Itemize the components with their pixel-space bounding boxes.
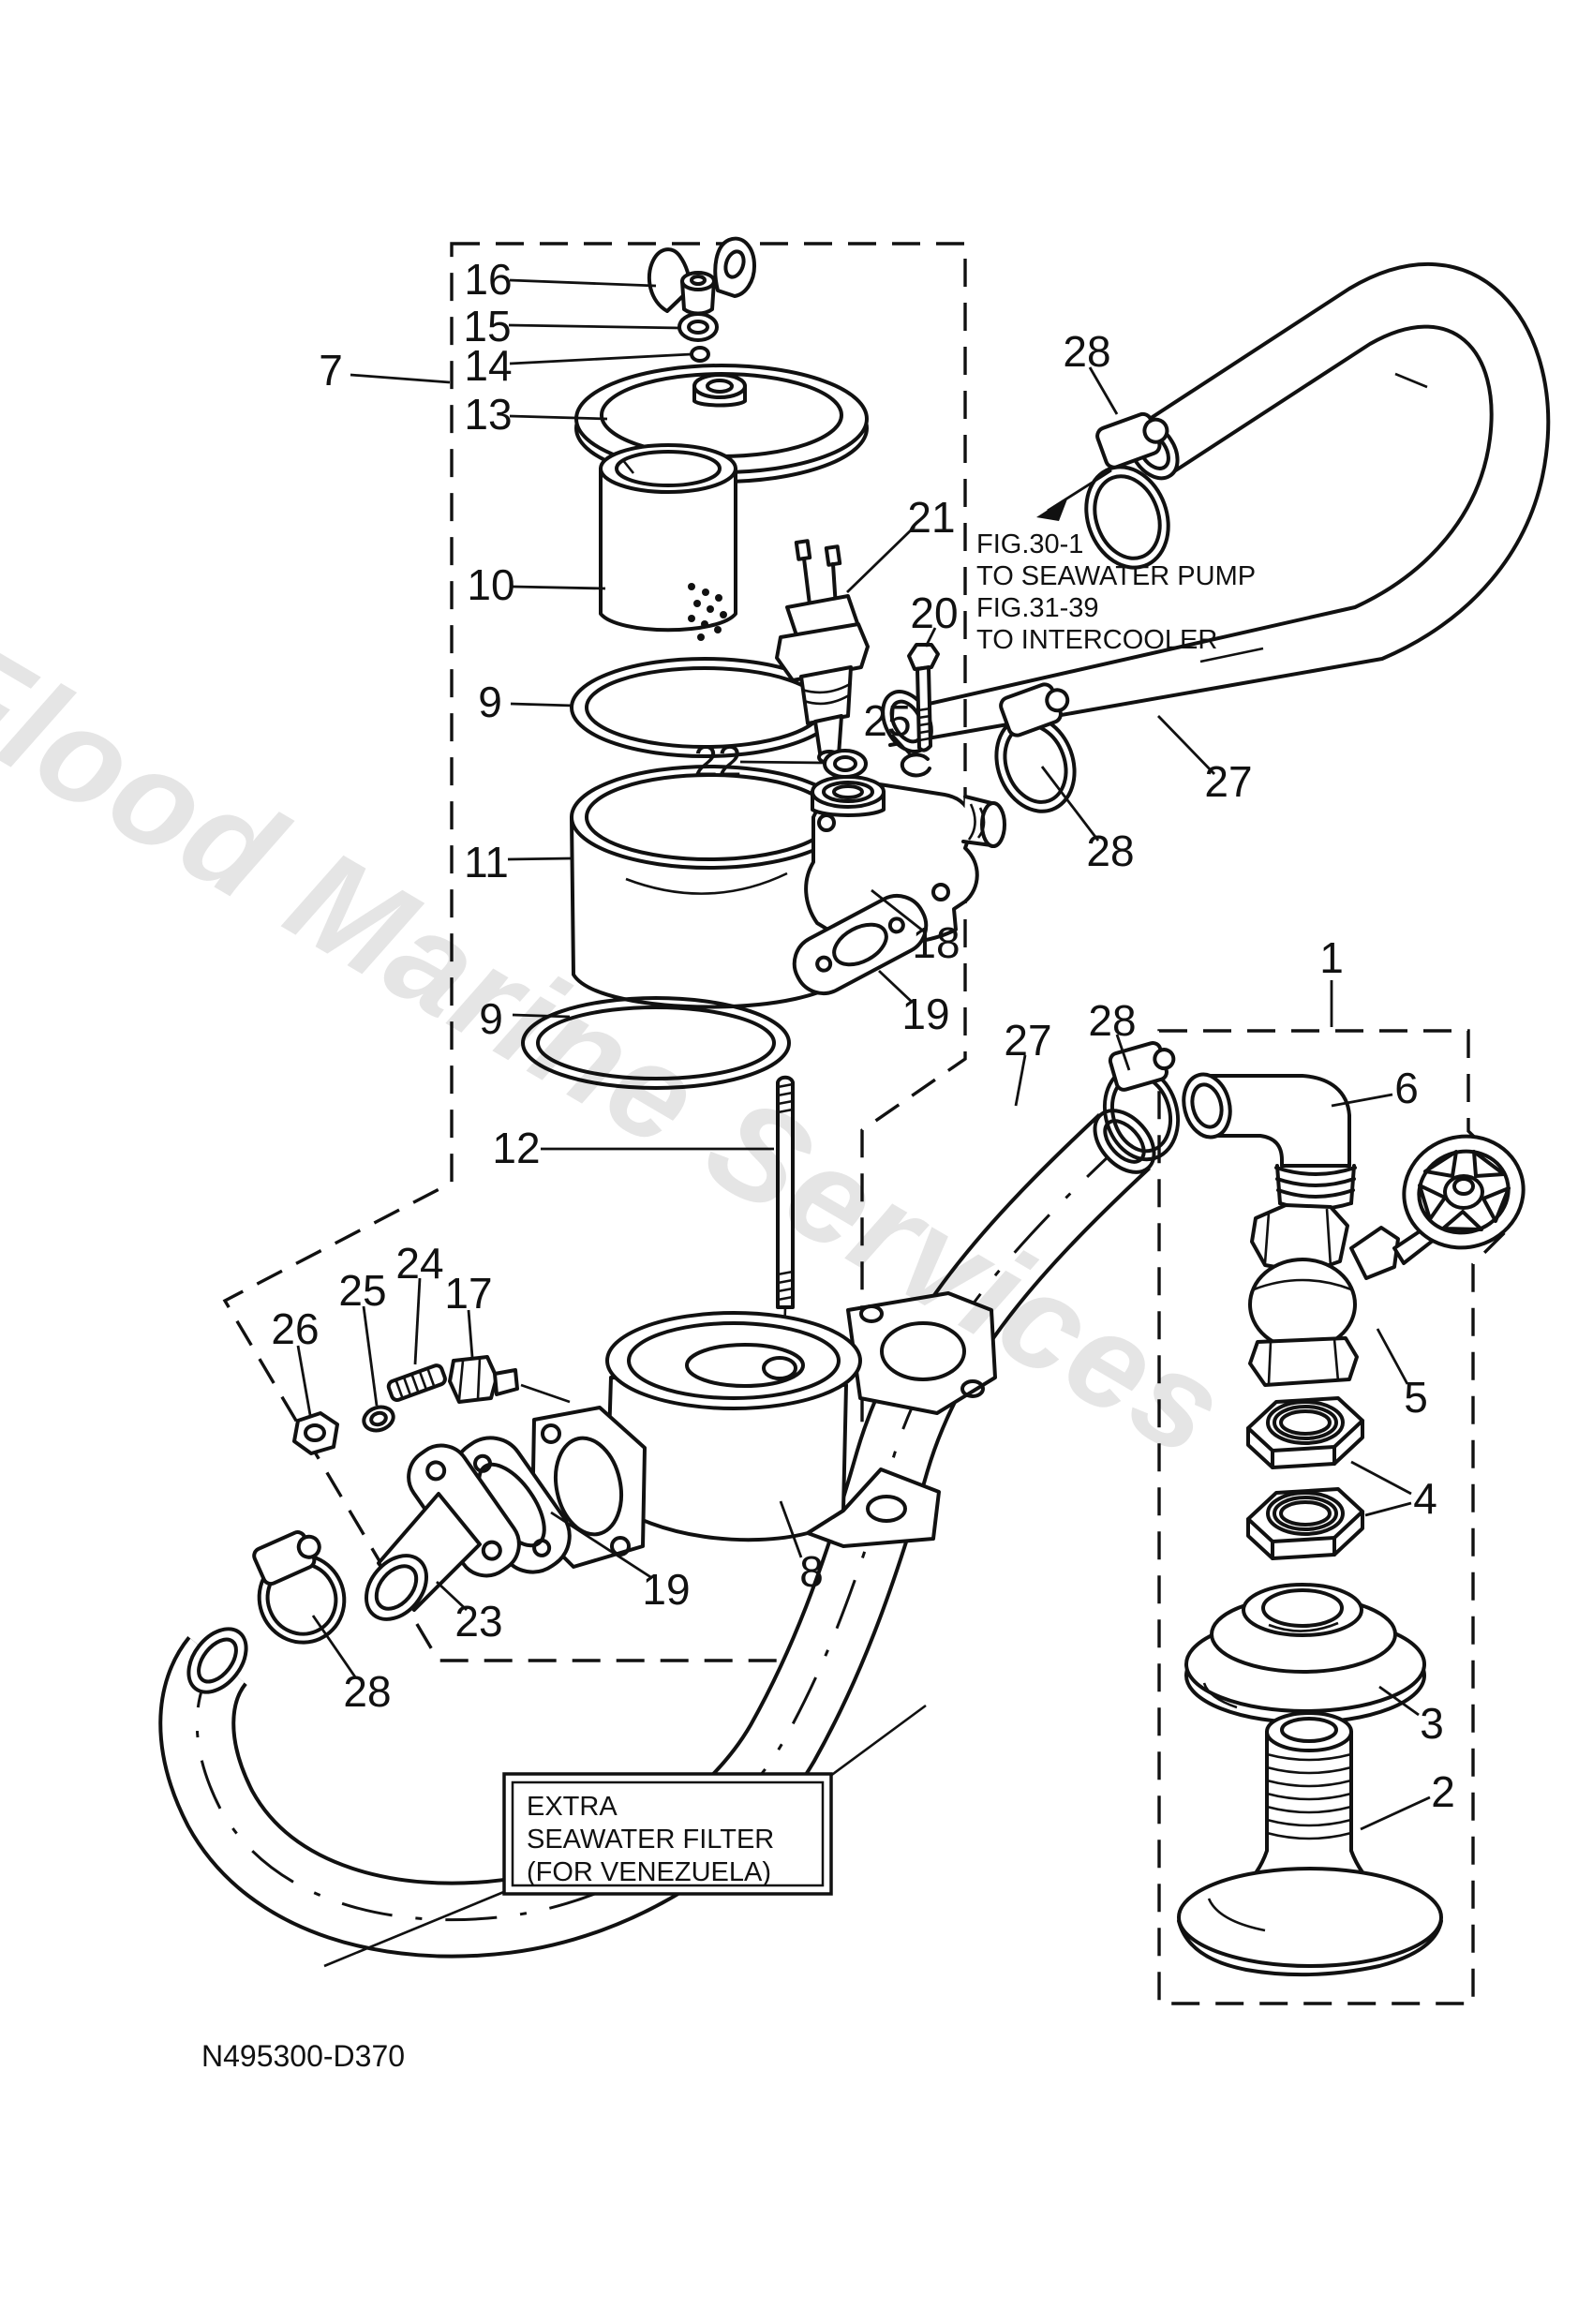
- part-label-28: 28: [1063, 327, 1110, 376]
- gasket-19-upper: [792, 893, 929, 996]
- part-label-5: 5: [1404, 1373, 1428, 1422]
- washer-25-lower: [362, 1405, 395, 1433]
- part-label-21: 21: [907, 493, 955, 542]
- part-label-17: 17: [444, 1269, 492, 1318]
- extra-filter-callout: EXTRA SEAWATER FILTER (FOR VENEZUELA): [323, 1704, 927, 1968]
- through-hull-2: [1177, 1711, 1443, 1977]
- temperature-sensor-21: [775, 539, 870, 765]
- part-label-2: 2: [1431, 1767, 1455, 1816]
- filter-bowl-11: [570, 765, 849, 1009]
- hose-clamp-28-bottom-left: [252, 1530, 347, 1645]
- part-label-25: 25: [863, 696, 911, 745]
- part-label-15: 15: [463, 302, 511, 350]
- part-label-19: 19: [901, 990, 949, 1038]
- washer-22: [823, 749, 868, 779]
- fig-note-line-3: FIG.31-39: [976, 593, 1099, 623]
- part-label-28: 28: [1086, 827, 1134, 875]
- lock-nut-4a: [1246, 1396, 1364, 1469]
- backing-flange-3: [1184, 1583, 1426, 1724]
- hose-clamp-28-top: [1084, 411, 1170, 570]
- part-label-18: 18: [912, 918, 960, 967]
- drain-plug-17: [448, 1355, 571, 1404]
- part-label-25: 25: [338, 1266, 386, 1315]
- lock-nut-4b: [1246, 1487, 1364, 1560]
- nut-26: [292, 1411, 339, 1455]
- part-label-26: 26: [271, 1304, 319, 1353]
- perforations: [688, 583, 727, 641]
- part-label-27: 27: [1004, 1016, 1051, 1065]
- wing-nut-16: [647, 236, 756, 316]
- hose-end-opening: [186, 1627, 248, 1694]
- part-label-28: 28: [1088, 996, 1136, 1045]
- washer-15: [677, 312, 719, 342]
- gasket-19-lower: [452, 1436, 572, 1574]
- part-label-4: 4: [1413, 1474, 1437, 1523]
- part-label-9: 9: [479, 994, 503, 1043]
- part-label-6: 6: [1394, 1064, 1419, 1112]
- part-label-7: 7: [319, 346, 343, 395]
- fig-note-line-2: TO SEAWATER PUMP: [976, 561, 1256, 591]
- hose-clamp-28-middle: [994, 682, 1077, 813]
- seacock-kit-dashed-boundary: [1157, 1029, 1509, 2005]
- thermostat-housing-18: [804, 775, 1006, 946]
- part-label-11: 11: [464, 838, 509, 886]
- extra-filter-line-2: SEAWATER FILTER: [527, 1825, 774, 1855]
- arrowhead: [1036, 497, 1068, 521]
- fig-note-line-1: FIG.30-1: [976, 529, 1083, 559]
- spring-washer-25-upper: [900, 752, 931, 778]
- extra-filter-line-3: (FOR VENEZUELA): [527, 1857, 771, 1887]
- part-label-16: 16: [464, 255, 512, 304]
- part-label-12: 12: [492, 1124, 540, 1172]
- bolt-20: [907, 643, 940, 752]
- part-label-8: 8: [799, 1547, 824, 1596]
- fig-note-line-4: TO INTERCOOLER: [976, 625, 1217, 655]
- part-label-27: 27: [1204, 757, 1252, 806]
- elbow-6: [1182, 1072, 1357, 1211]
- part-label-9: 9: [478, 678, 502, 726]
- part-label-13: 13: [464, 390, 512, 439]
- fig-reference-note: FIG.30-1 TO SEAWATER PUMP FIG.31-39 TO I…: [976, 469, 1256, 655]
- o-ring-9-lower: [521, 996, 791, 1090]
- stud-24: [386, 1363, 447, 1402]
- part-label-3: 3: [1420, 1699, 1444, 1748]
- part-label-10: 10: [467, 560, 514, 609]
- stud-12: [776, 1075, 795, 1371]
- filter-element-10: [599, 443, 737, 641]
- seacock-valve-5: [1248, 1134, 1526, 1387]
- seal-ring-14: [690, 346, 710, 363]
- valve-handwheel: [1402, 1134, 1526, 1250]
- part-label-24: 24: [395, 1239, 443, 1288]
- part-label-1: 1: [1319, 933, 1344, 982]
- drawing-number: N495300-D370: [201, 2039, 405, 2073]
- extra-filter-line-1: EXTRA: [527, 1792, 618, 1822]
- seawater-hose-upper: [881, 261, 1551, 753]
- inlet-spigot-23: [364, 1443, 521, 1621]
- part-label-22: 22: [693, 737, 741, 785]
- leader-lines: [296, 278, 1431, 1831]
- part-label-28: 28: [343, 1667, 391, 1716]
- part-label-19: 19: [642, 1565, 690, 1614]
- part-label-23: 23: [454, 1597, 502, 1646]
- part-label-20: 20: [910, 588, 958, 637]
- part-label-14: 14: [464, 341, 512, 390]
